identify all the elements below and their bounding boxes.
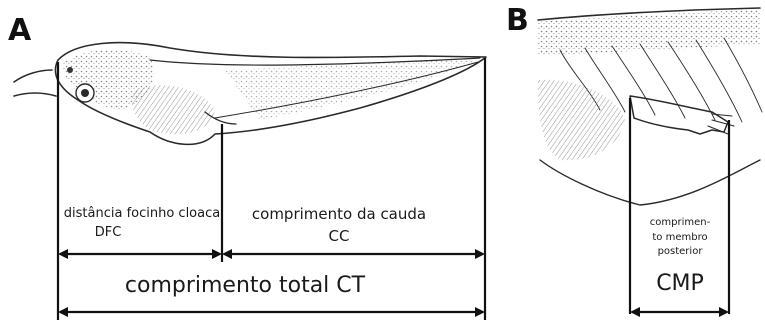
cc-arrow xyxy=(222,249,485,259)
snout-barbel-upper xyxy=(14,70,52,82)
cmp-label-line1: comprimen- xyxy=(650,217,711,228)
cmp-label-abbr: CMP xyxy=(656,271,704,296)
cc-label-line1: comprimento da cauda xyxy=(252,205,426,223)
panel-a: A xyxy=(8,13,486,320)
cc-label-abbr: CC xyxy=(329,227,350,245)
cmp-label-line2: to membro xyxy=(652,232,707,243)
nostril xyxy=(67,67,73,73)
gut-shading xyxy=(132,85,215,134)
panel-a-letter: A xyxy=(8,13,32,48)
ct-arrow xyxy=(58,307,485,317)
closeup-belly-outline xyxy=(540,160,760,205)
closeup-gut-shading xyxy=(538,80,625,160)
cmp-arrow xyxy=(630,307,729,317)
snout-barbel-lower xyxy=(14,93,56,96)
panel-b-letter: B xyxy=(506,3,529,38)
panel-b: B xyxy=(506,3,762,317)
tadpole-illustration xyxy=(14,43,486,145)
cmp-label-line3: posterior xyxy=(658,246,704,257)
dfc-label-line1: distância focinho cloaca xyxy=(64,206,220,221)
ct-label: comprimento total CT xyxy=(125,273,366,298)
dfc-arrow xyxy=(58,249,222,259)
dfc-label-abbr: DFC xyxy=(95,225,122,240)
pupil xyxy=(81,89,89,97)
